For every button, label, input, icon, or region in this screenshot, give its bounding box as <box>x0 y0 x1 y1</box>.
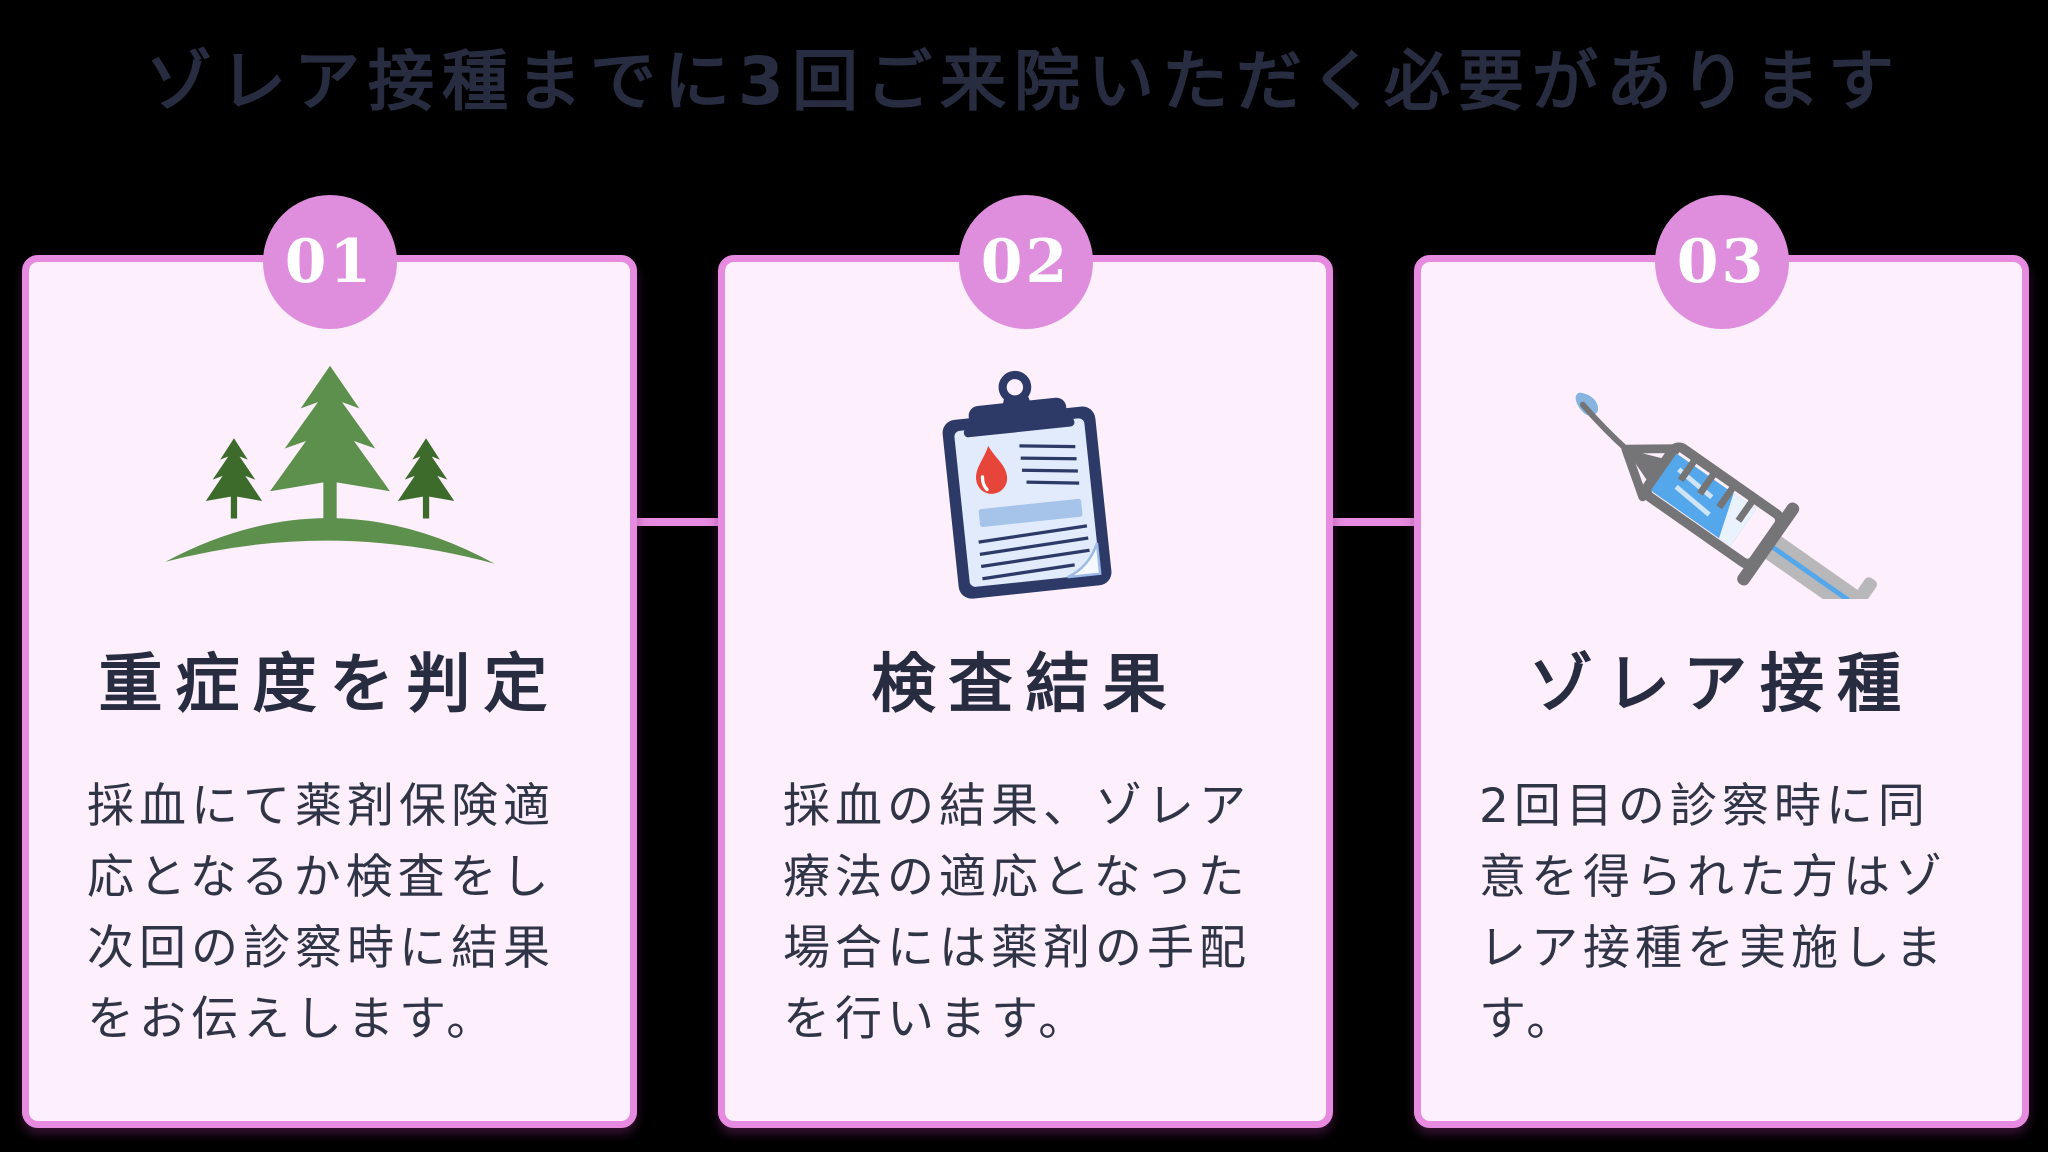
step-number-badge-2: 02 <box>958 195 1093 329</box>
connector-line-2 <box>1333 518 1414 526</box>
body-line: 意を得られた方はゾ <box>1479 850 1947 905</box>
body-line: 場合には薬剤の手配 <box>783 921 1251 976</box>
card-heading-3: ゾレア接種 <box>1529 648 1914 722</box>
card-heading-1: 重症度を判定 <box>98 648 561 722</box>
body-line: す。 <box>1479 992 1579 1047</box>
step-card-3: 03 <box>1414 195 2029 1128</box>
body-line: 次回の診察時に結果 <box>87 921 555 976</box>
forest-trees-icon <box>120 354 540 599</box>
body-line: 2回目の診察時に同 <box>1479 779 1930 834</box>
body-line: を行います。 <box>783 992 1091 1047</box>
step-number-badge-3: 03 <box>1654 195 1789 329</box>
body-line: 採血の結果、ゾレア <box>783 779 1251 834</box>
blood-test-clipboard-icon <box>816 354 1236 599</box>
steps-container: 01 重症度を判定 採血にて薬剤保険適 応となるか検査をし <box>22 195 2029 1128</box>
body-line: 応となるか検査をし <box>87 850 554 905</box>
card-body-2: 採血の結果、ゾレア 療法の適応となった 場合には薬剤の手配 を行います。 <box>783 771 1251 1055</box>
connector-line-1 <box>637 518 718 526</box>
step-card-2: 02 <box>718 195 1333 1128</box>
body-line: レア接種を実施しま <box>1479 921 1947 976</box>
card-body-3: 2回目の診察時に同 意を得られた方はゾ レア接種を実施しま す。 <box>1479 771 1947 1055</box>
card-heading-2: 検査結果 <box>871 648 1180 722</box>
step-card-1: 01 重症度を判定 採血にて薬剤保険適 応となるか検査をし <box>22 195 637 1128</box>
step-number-badge-1: 01 <box>262 195 397 329</box>
body-line: 採血にて薬剤保険適 <box>87 779 555 834</box>
body-line: 療法の適応となった <box>783 850 1250 905</box>
syringe-icon <box>1512 354 1932 599</box>
page-title: ゾレア接種までに3回ご来院いただく必要があります <box>146 43 1902 120</box>
card-body-1: 採血にて薬剤保険適 応となるか検査をし 次回の診察時に結果 をお伝えします。 <box>87 771 555 1055</box>
body-line: をお伝えします。 <box>87 992 499 1047</box>
